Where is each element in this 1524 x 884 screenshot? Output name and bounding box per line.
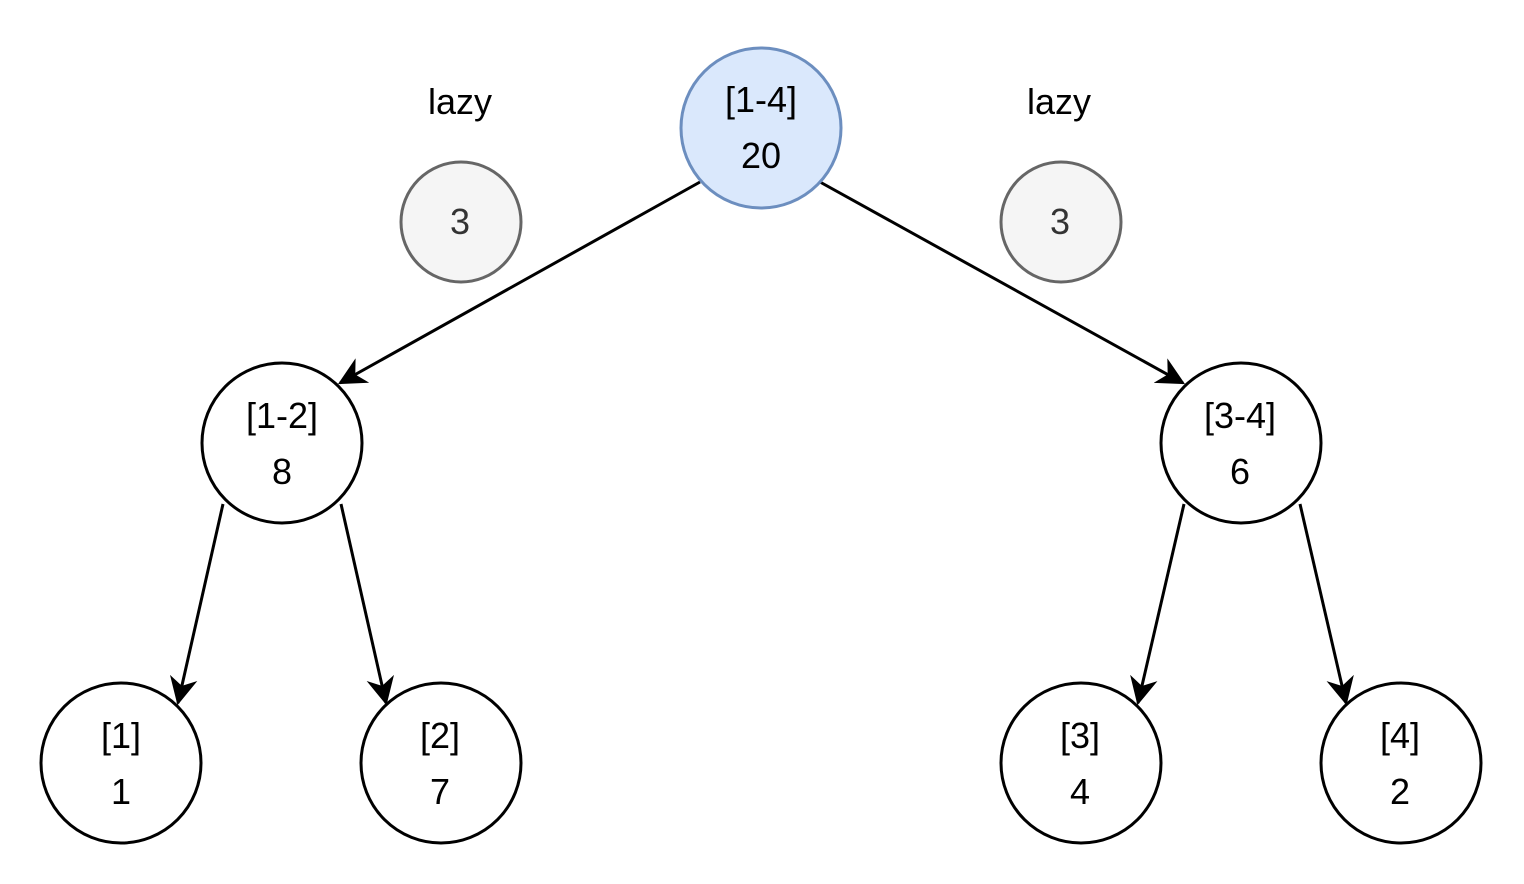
- node-sum-leaf1: 1: [111, 771, 131, 812]
- edge-root-to-right: [819, 180, 1186, 385]
- node-range-leaf1: [1]: [101, 715, 141, 756]
- lazy-circle-left: [399, 160, 523, 284]
- edge-right-to-leaf3: [1130, 503, 1186, 706]
- node-range-leaf3: [3]: [1060, 715, 1100, 756]
- tree-node-leaf1: [1] 1: [39, 681, 203, 845]
- node-sum-leaf2: 7: [430, 771, 450, 812]
- node-circle-left: [200, 361, 364, 525]
- lazy-value-right: 3: [1050, 201, 1070, 242]
- edge-right-to-leaf4: [1298, 503, 1354, 706]
- edge-left-to-leaf1: [170, 503, 225, 706]
- lazy-tag-left: lazy 3: [399, 81, 523, 284]
- node-sum-left: 8: [272, 451, 292, 492]
- node-sum-leaf4: 2: [1390, 771, 1410, 812]
- node-sum-root: 20: [741, 135, 781, 176]
- tree-node-leaf2: [2] 7: [359, 681, 523, 845]
- lazy-value-left: 3: [450, 201, 470, 242]
- node-circle-leaf1: [39, 681, 203, 845]
- node-range-root: [1-4]: [725, 79, 797, 120]
- lazy-circle-right: [999, 160, 1123, 284]
- tree-node-root: [1-4] 20: [679, 46, 843, 210]
- node-circle-leaf2: [359, 681, 523, 845]
- node-range-leaf4: [4]: [1380, 715, 1420, 756]
- tree-node-leaf3: [3] 4: [999, 681, 1163, 845]
- lazy-label-right: lazy: [1027, 81, 1091, 122]
- lazy-label-left: lazy: [428, 81, 492, 122]
- edge-left-to-leaf2: [339, 503, 394, 706]
- node-sum-right: 6: [1230, 451, 1250, 492]
- tree-edges: [170, 180, 1354, 706]
- node-circle-right: [1159, 361, 1323, 525]
- node-circle-leaf3: [999, 681, 1163, 845]
- edge-root-to-left: [337, 180, 701, 385]
- node-range-right: [3-4]: [1204, 395, 1276, 436]
- tree-node-leaf4: [4] 2: [1319, 681, 1483, 845]
- node-sum-leaf3: 4: [1070, 771, 1090, 812]
- lazy-tag-right: lazy 3: [999, 81, 1123, 284]
- tree-node-left: [1-2] 8: [200, 361, 364, 525]
- node-circle-root: [679, 46, 843, 210]
- node-range-left: [1-2]: [246, 395, 318, 436]
- node-range-leaf2: [2]: [420, 715, 460, 756]
- node-circle-leaf4: [1319, 681, 1483, 845]
- tree-node-right: [3-4] 6: [1159, 361, 1323, 525]
